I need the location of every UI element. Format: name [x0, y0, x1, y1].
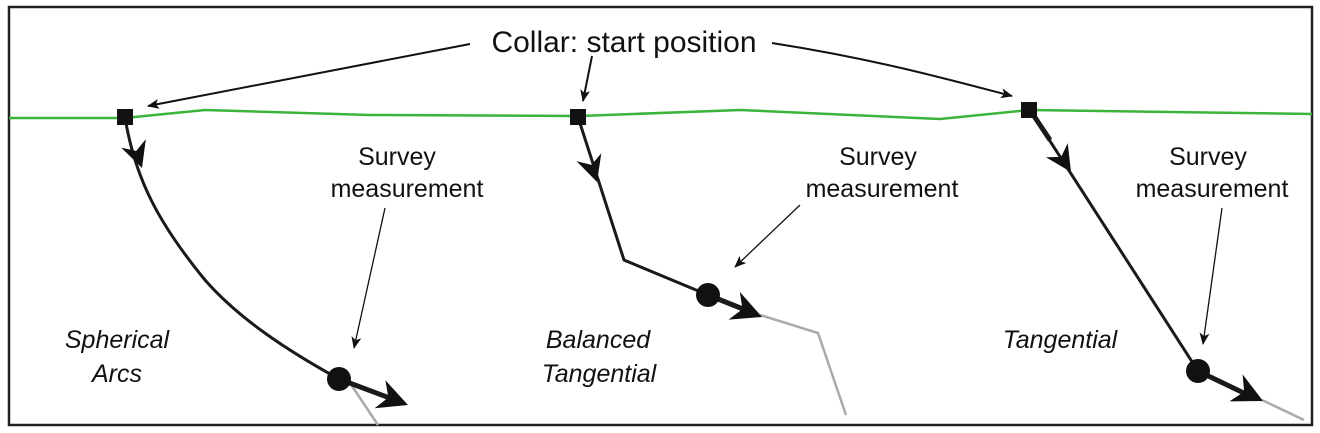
direction-arrowhead: [1045, 143, 1071, 172]
survey-label-line: measurement: [331, 175, 484, 203]
ground-surface-line: [9, 108, 1313, 121]
collar-pointer-line: [771, 42, 1013, 99]
collar-pointer-line: [580, 55, 593, 102]
borehole-path: [576, 116, 709, 297]
method-label-line: Arcs: [90, 360, 142, 388]
borehole-path: [123, 116, 340, 381]
collar-pointer-line: [147, 43, 471, 109]
survey-point-marker: [696, 283, 720, 307]
direction-arrowhead: [1229, 374, 1263, 402]
survey-pointer-line: [351, 207, 386, 349]
survey-point-marker: [1186, 359, 1210, 383]
method-label-line: Tangential: [1003, 326, 1119, 354]
continuation-line: [1261, 398, 1305, 422]
method-label-tangential: Tangential: [1003, 326, 1119, 354]
survey-label-line: Survey: [1169, 143, 1247, 171]
panel-spherical-arcs: [117, 109, 408, 426]
direction-arrowhead: [728, 291, 762, 320]
continuation-line: [759, 313, 848, 416]
collar-marker: [1021, 102, 1037, 118]
continuation-line: [348, 382, 380, 426]
direction-arrowhead: [576, 153, 602, 182]
survey-point-marker: [327, 367, 351, 391]
method-label-line: Spherical: [65, 326, 171, 354]
survey-pointer-line: [734, 204, 801, 268]
diagram-frame: [7, 5, 1314, 427]
collar-marker: [117, 109, 133, 125]
direction-arrowhead: [374, 380, 408, 409]
method-label-spherical-arcs: Spherical Arcs: [65, 326, 171, 388]
method-label-balanced-tangential: Balanced Tangential: [542, 326, 658, 388]
survey-label-line: Survey: [839, 143, 917, 171]
survey-label-1: Survey measurement: [331, 143, 484, 203]
survey-label-2: Survey measurement: [806, 143, 959, 203]
collar-marker: [570, 109, 586, 125]
survey-pointer-line: [1199, 207, 1223, 345]
panel-balanced-tangential: [570, 109, 848, 416]
survey-label-line: Survey: [358, 143, 436, 171]
survey-label-line: measurement: [1136, 175, 1289, 203]
method-label-line: Balanced: [546, 326, 651, 354]
survey-label-line: measurement: [806, 175, 959, 203]
collar-callout: Collar: start position: [147, 26, 1013, 109]
direction-arrowhead: [121, 139, 146, 168]
collar-callout-label: Collar: start position: [491, 26, 756, 59]
survey-label-3: Survey measurement: [1136, 143, 1289, 203]
method-label-line: Tangential: [542, 360, 658, 388]
borehole-path: [1028, 109, 1200, 372]
panel-tangential: [1021, 102, 1305, 422]
